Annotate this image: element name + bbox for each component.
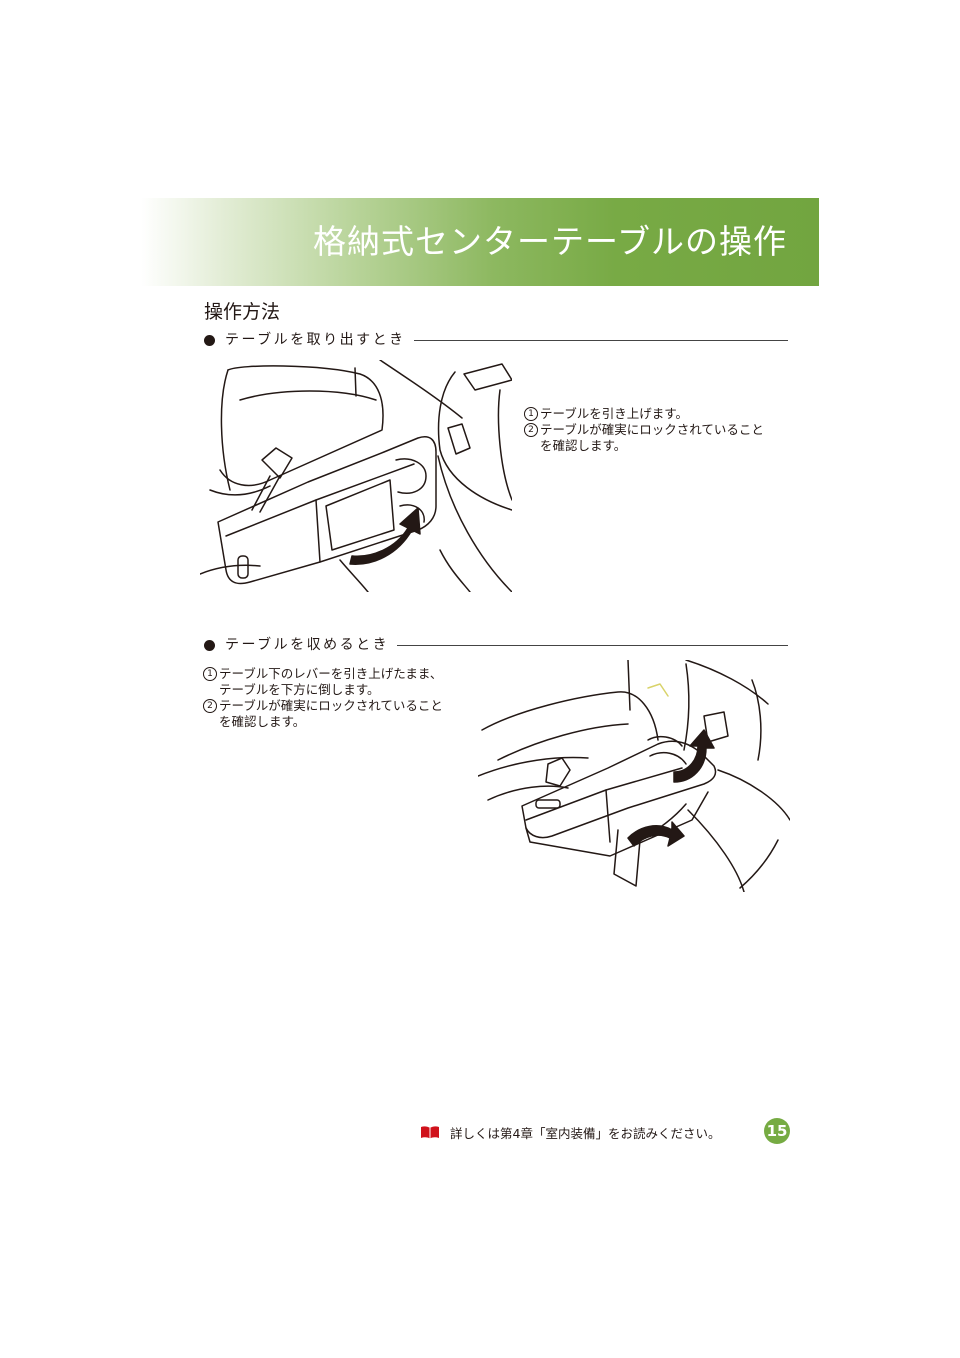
store-heading-text: テーブルを収めるとき (225, 637, 390, 653)
open-book-icon (421, 1126, 439, 1139)
take-out-heading-text: テーブルを取り出すとき (225, 332, 406, 348)
store-steps: 1 テーブル下のレバーを引き上げたまま、 テーブルを下方に倒します。 2 テーブ… (203, 666, 443, 730)
bullet-icon (204, 639, 215, 651)
step-number: 1 (524, 407, 538, 421)
step-2: 2 テーブルが確実にロックされていること を確認します。 (203, 698, 443, 730)
take-out-heading: テーブルを取り出すとき (204, 329, 788, 351)
bullet-icon (204, 334, 215, 346)
take-out-steps: 1 テーブルを引き上げます。 2 テーブルが確実にロックされていること を確認し… (524, 406, 764, 454)
section-title: 操作方法 (204, 301, 281, 323)
step-1: 1 テーブル下のレバーを引き上げたまま、 テーブルを下方に倒します。 (203, 666, 443, 698)
footer-text: 詳しくは第4章「室内装備」をお読みください。 (450, 1125, 721, 1141)
page-number-badge: 15 (764, 1118, 790, 1144)
heading-rule (413, 339, 788, 341)
title-banner: 格納式センターテーブルの操作 (141, 198, 819, 286)
step-number: 2 (203, 699, 217, 713)
page-title: 格納式センターテーブルの操作 (312, 222, 787, 261)
step-number: 1 (203, 667, 217, 681)
heading-rule (397, 644, 788, 646)
step-1: 1 テーブルを引き上げます。 (524, 406, 764, 422)
table-store-illustration (478, 660, 790, 892)
step-2: 2 テーブルが確実にロックされていること を確認します。 (524, 422, 764, 454)
footer-reference: 詳しくは第4章「室内装備」をお読みください。 (420, 1120, 720, 1144)
store-heading: テーブルを収めるとき (204, 634, 788, 656)
table-deploy-illustration (200, 360, 512, 592)
step-number: 2 (524, 423, 538, 437)
